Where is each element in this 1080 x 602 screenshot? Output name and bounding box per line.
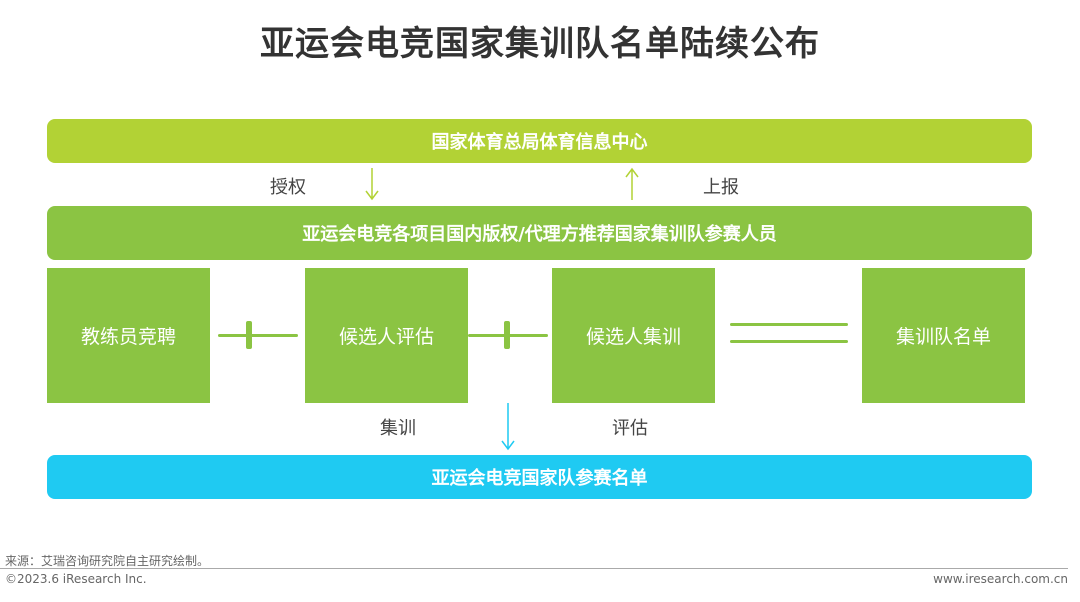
footer-divider — [0, 568, 1068, 569]
authorize-label: 授权 — [270, 177, 306, 198]
source-note: 来源：艾瑞咨询研究院自主研究绘制。 — [5, 554, 210, 568]
step-coach-recruitment: 教练员竞聘 — [47, 268, 210, 403]
step-candidate-training: 候选人集训 — [552, 268, 715, 403]
training-label: 集训 — [380, 418, 416, 439]
down-arrow-icon — [501, 403, 515, 451]
report-label: 上报 — [703, 177, 739, 198]
step-training-team-list: 集训队名单 — [862, 268, 1025, 403]
page-title: 亚运会电竞国家集训队名单陆续公布 — [260, 24, 820, 64]
connector-tick — [504, 321, 510, 349]
double-line-bottom — [730, 340, 848, 343]
double-line-top — [730, 323, 848, 326]
top-bar: 国家体育总局体育信息中心 — [47, 119, 1032, 163]
connector-line — [218, 334, 298, 337]
bottom-bar: 亚运会电竞国家队参赛名单 — [47, 455, 1032, 499]
connector-tick — [246, 321, 252, 349]
website-link[interactable]: www.iresearch.com.cn — [933, 572, 1068, 586]
middle-bar: 亚运会电竞各项目国内版权/代理方推荐国家集训队参赛人员 — [47, 206, 1032, 260]
evaluation-label: 评估 — [612, 418, 648, 439]
copyright: ©2023.6 iResearch Inc. — [5, 572, 147, 586]
down-arrow-icon — [365, 168, 379, 201]
up-arrow-icon — [625, 167, 639, 200]
step-candidate-evaluation: 候选人评估 — [305, 268, 468, 403]
